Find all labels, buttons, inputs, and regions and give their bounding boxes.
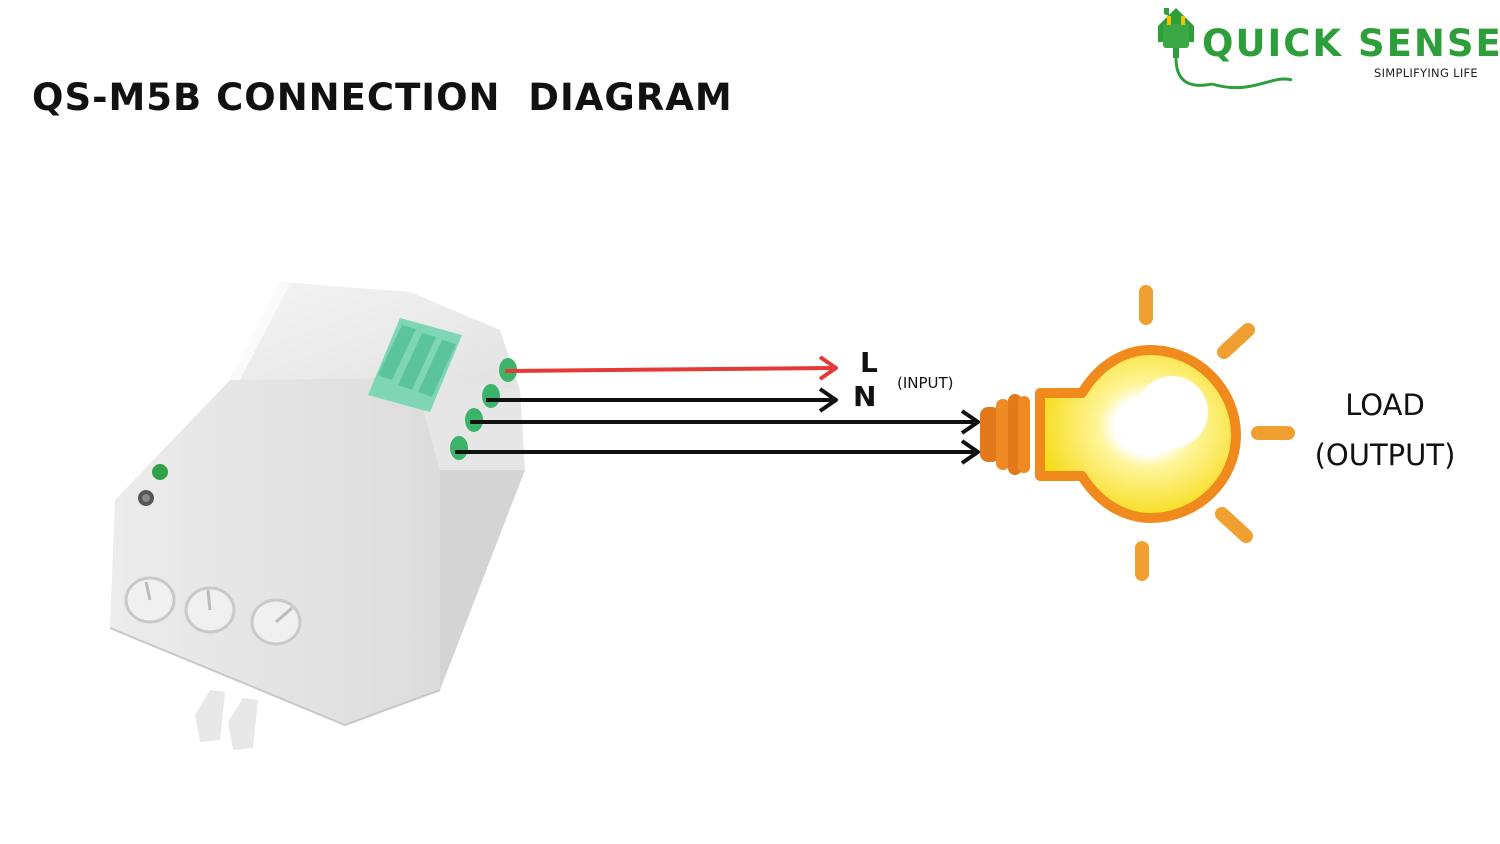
motion-sensor-device — [109, 282, 525, 750]
terminal-block — [368, 318, 462, 412]
live-wire-arrowhead — [818, 355, 838, 381]
page-title: QS-M5B CONNECTION DIAGRAM — [32, 76, 733, 119]
light-bulb-icon — [980, 285, 1295, 581]
bulb-rays — [1135, 285, 1295, 581]
logo-swoosh — [1211, 77, 1293, 90]
house-plug-icon — [1158, 8, 1212, 87]
load-wire-1-arrowhead — [960, 409, 980, 435]
wiring — [455, 355, 980, 465]
load-label: LOAD — [1345, 388, 1425, 422]
brand-logo: QUICK SENSE SIMPLIFYING LIFE — [1152, 4, 1500, 96]
adjust-dial-lux — [124, 576, 176, 624]
bulb-base — [980, 394, 1030, 475]
adjust-dial-sens — [184, 586, 236, 634]
mounting-tabs — [195, 690, 258, 750]
neutral-label: N — [853, 380, 877, 413]
output-label: (OUTPUT) — [1314, 438, 1456, 472]
bulb-glass — [1035, 345, 1241, 523]
load-wire-2-arrowhead — [960, 439, 980, 465]
brand-name: QUICK SENSE — [1202, 22, 1500, 65]
live-label: L — [860, 346, 878, 379]
brand-tagline: SIMPLIFYING LIFE — [1373, 66, 1478, 80]
status-led — [152, 464, 168, 480]
input-label: (INPUT) — [897, 374, 954, 392]
neutral-wire-arrowhead — [818, 387, 838, 413]
adjust-dial-time — [250, 598, 302, 646]
live-wire — [504, 366, 833, 373]
